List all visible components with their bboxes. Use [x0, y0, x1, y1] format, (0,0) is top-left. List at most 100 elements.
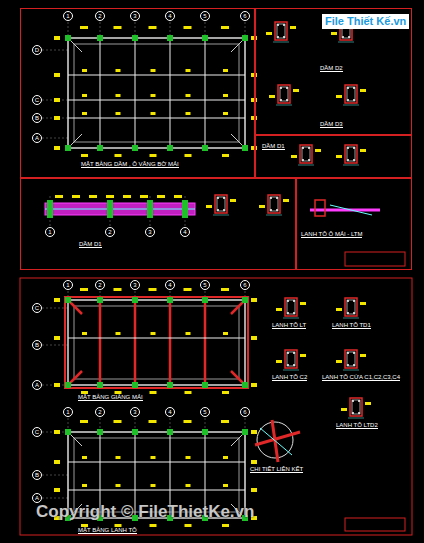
column-mark	[65, 382, 71, 388]
dimension-mark	[54, 488, 60, 492]
axis-bubble: C	[32, 95, 42, 105]
beam-section	[215, 195, 227, 213]
stirrup	[287, 352, 295, 366]
rebar-dot	[358, 412, 360, 414]
column-mark	[202, 35, 208, 41]
dimension-mark	[276, 360, 282, 363]
dimension-mark	[222, 524, 229, 527]
dimension-mark	[336, 95, 342, 98]
drawing-panel: MẶT BẰNG DẦM , Ô VĂNG BỜ MÁI	[20, 8, 255, 178]
drawing-title: DẦM D2	[320, 65, 343, 72]
rebar-dot	[270, 209, 272, 211]
rebar-dot	[287, 312, 289, 314]
beam-line	[213, 215, 229, 216]
beam-tag	[186, 94, 191, 97]
dimension-mark	[184, 420, 192, 423]
dimension-mark	[360, 302, 366, 305]
stirrup	[347, 300, 355, 314]
column-mark	[242, 297, 248, 303]
axis-bubble: 1	[45, 227, 55, 237]
axis-bubble: B	[32, 340, 42, 350]
dimension-mark	[114, 26, 122, 29]
beam-line	[42, 475, 68, 476]
beam-tag	[151, 456, 156, 459]
rebar-dot	[308, 147, 310, 149]
dimension-mark	[150, 391, 157, 394]
beam-tag	[186, 112, 191, 115]
column-mark	[132, 297, 138, 303]
dimension-mark	[251, 383, 257, 387]
beam-line	[42, 50, 68, 51]
title-block	[345, 252, 405, 266]
rebar-dot	[353, 87, 355, 89]
axis-bubble: 4	[165, 11, 175, 21]
beam-tag	[223, 484, 228, 487]
beam-line	[68, 490, 245, 491]
axis-bubble: 1	[63, 407, 73, 417]
beam-line	[204, 300, 207, 385]
rebar-dot	[287, 352, 289, 354]
dimension-mark	[221, 288, 229, 291]
dimension-mark	[174, 195, 182, 198]
beam-tag	[116, 484, 121, 487]
beam-line	[134, 300, 137, 385]
dimension-mark	[251, 336, 257, 340]
beam-line	[298, 165, 314, 166]
rebar-dot	[352, 412, 354, 414]
rebar-dot	[276, 209, 278, 211]
dimension-mark	[290, 26, 296, 29]
logo: File Thiết Kế.vn	[322, 14, 409, 29]
beam-line	[343, 165, 359, 166]
beam-elevation	[45, 203, 195, 215]
dimension-mark	[283, 199, 289, 202]
dimension-mark	[291, 155, 297, 158]
rebar-dot	[287, 364, 289, 366]
beam-line	[68, 100, 245, 101]
column-mark	[97, 35, 103, 41]
column-mark	[242, 382, 248, 388]
beam-tag	[82, 332, 87, 335]
beam-tag	[223, 69, 228, 72]
axis-bubble: 3	[145, 227, 155, 237]
dimension-mark	[230, 199, 236, 202]
dimension-mark	[54, 430, 60, 434]
beam-line	[169, 300, 172, 385]
beam-tag	[151, 332, 156, 335]
dimension-mark	[206, 205, 212, 208]
column-mark	[147, 200, 153, 218]
dimension-mark	[89, 195, 97, 198]
rebar-dot	[277, 24, 279, 26]
rebar-dot	[353, 352, 355, 354]
axis-bubble: 6	[240, 407, 250, 417]
beam-tag	[186, 456, 191, 459]
beam-tag	[223, 94, 228, 97]
dimension-mark	[184, 288, 192, 291]
rebar-dot	[352, 400, 354, 402]
rebar-dot	[342, 36, 344, 38]
beam-section	[268, 195, 280, 213]
axis-bubble: A	[32, 493, 42, 503]
dimension-mark	[54, 98, 60, 102]
rebar-dot	[347, 312, 349, 314]
axis-bubble: C	[32, 303, 42, 313]
axis-bubble: 5	[200, 11, 210, 21]
plan-outline	[68, 38, 245, 148]
beam-line	[68, 75, 245, 76]
drawing-title: DẦM D1	[79, 241, 102, 248]
column-mark	[132, 145, 138, 151]
dimension-mark	[54, 336, 60, 340]
rebar-dot	[347, 99, 349, 101]
dimension-mark	[331, 32, 337, 35]
beam-section	[300, 145, 312, 163]
dimension-mark	[185, 524, 192, 527]
column-mark	[65, 145, 71, 151]
drawing-title: CHI TIẾT LIÊN KẾT	[250, 466, 303, 473]
dimension-mark	[54, 460, 60, 464]
rebar-dot	[347, 300, 349, 302]
stirrup	[277, 24, 285, 38]
axis-bubble: 5	[200, 407, 210, 417]
rebar-dot	[223, 209, 225, 211]
rebar-dot	[217, 209, 219, 211]
drawing-title: MẶT BẰNG GIẰNG MÁI	[78, 394, 143, 401]
drawing-panel: DẦM D1	[20, 178, 296, 270]
